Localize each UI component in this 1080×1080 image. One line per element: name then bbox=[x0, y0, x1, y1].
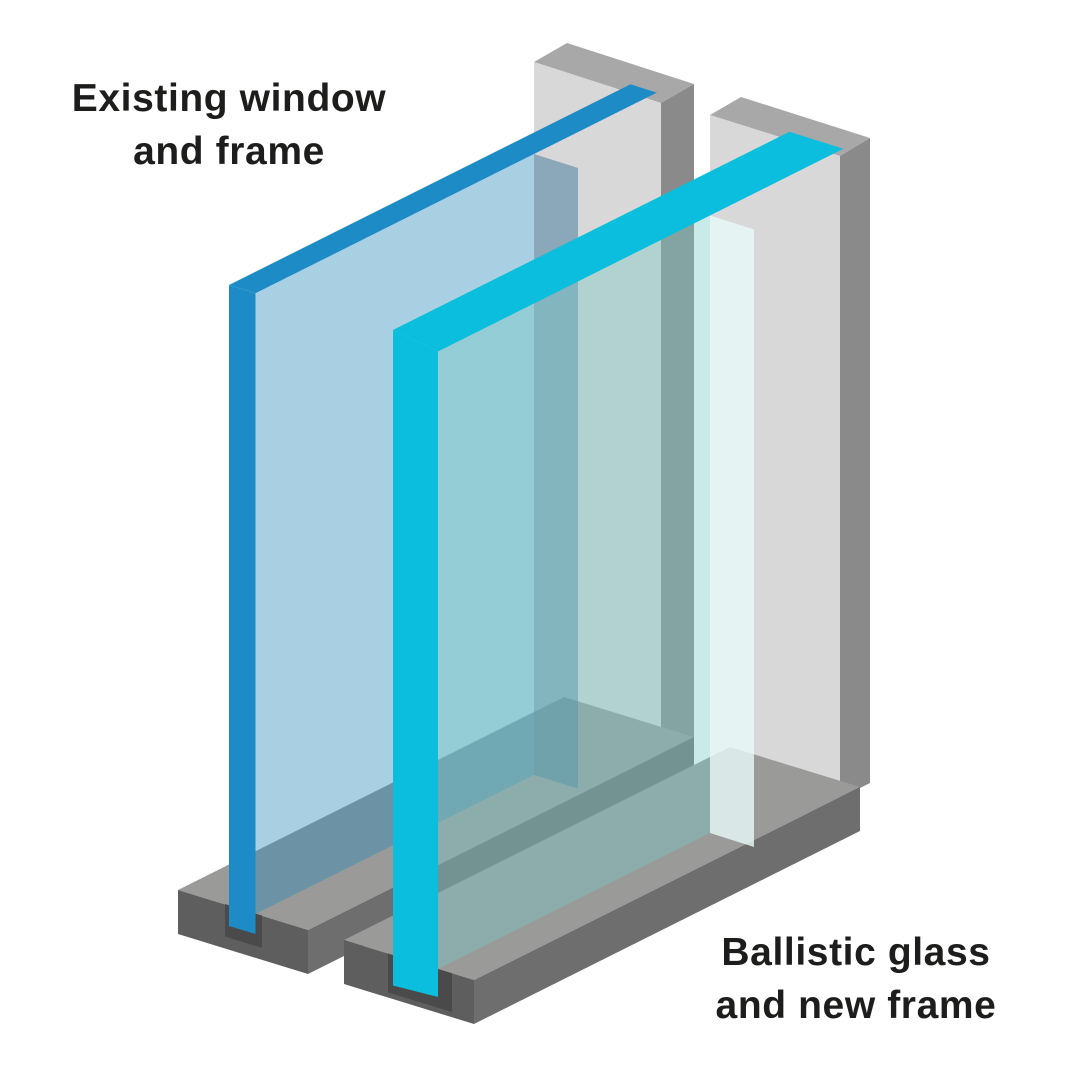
ballistic-sill-side-face bbox=[474, 787, 860, 1024]
label-ballistic-line1: Ballistic glass bbox=[721, 931, 991, 974]
ballistic-glass-pane bbox=[438, 215, 710, 969]
existing-jamb-top-face bbox=[534, 43, 694, 103]
ballistic-jamb-top-face bbox=[710, 97, 870, 156]
label-ballistic-glass: Ballistic glass and new frame bbox=[665, 926, 1047, 1032]
existing-frame-top-rail bbox=[229, 84, 657, 294]
label-existing-line1: Existing window bbox=[71, 77, 387, 120]
label-existing-line2: and frame bbox=[133, 130, 325, 173]
ballistic-glass-edge bbox=[710, 215, 754, 847]
ballistic-frame-top-rail bbox=[393, 131, 844, 352]
ballistic-window-assembly bbox=[344, 97, 870, 1024]
existing-glass-edge bbox=[534, 154, 578, 789]
existing-jamb-side-face bbox=[661, 84, 694, 762]
existing-frame-stile bbox=[229, 285, 256, 934]
ballistic-jamb-side-face bbox=[840, 138, 870, 798]
label-ballistic-line2: and new frame bbox=[715, 984, 997, 1027]
ballistic-frame-stile bbox=[393, 330, 438, 997]
label-existing-window: Existing window and frame bbox=[38, 72, 420, 178]
